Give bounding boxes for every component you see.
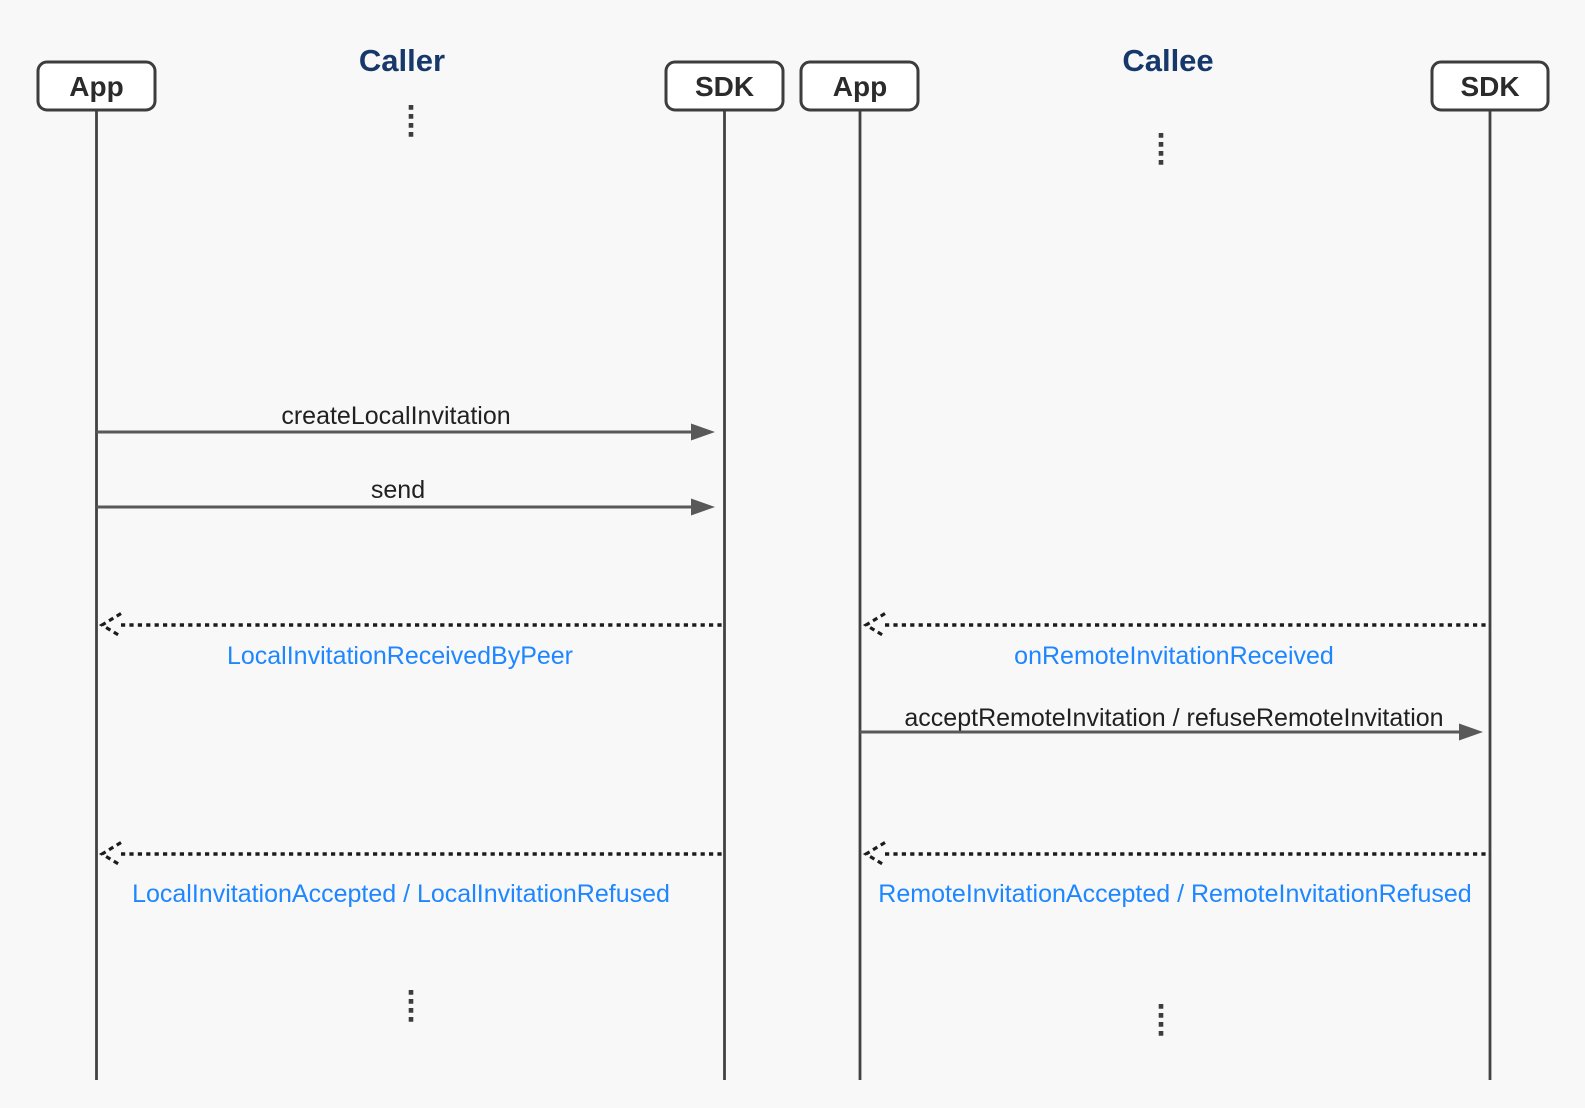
send-arrowhead — [691, 498, 715, 516]
callee-sdk-label: SDK — [1460, 71, 1519, 102]
caller-app-actor: App — [36, 60, 157, 112]
accept-refuse-remote-invitation-arrowhead — [1459, 723, 1483, 741]
arrow-local-invitation-accepted-refused: LocalInvitationAccepted / LocalInvitatio… — [98, 841, 724, 908]
on-remote-invitation-received-label: onRemoteInvitationReceived — [1014, 642, 1334, 670]
local-invitation-accepted-refused-arrowhead — [98, 841, 122, 867]
arrow-remote-invitation-accepted-refused: RemoteInvitationAccepted / RemoteInvitat… — [862, 841, 1490, 908]
callee-app-label: App — [833, 71, 887, 102]
remote-invitation-accepted-refused-arrowhead — [862, 841, 886, 867]
arrow-create-local-invitation: createLocalInvitation — [96, 402, 715, 441]
send-label: send — [371, 476, 425, 504]
arrow-local-invitation-received-by-peer: LocalInvitationReceivedByPeer — [98, 612, 724, 670]
arrow-on-remote-invitation-received: onRemoteInvitationReceived — [862, 612, 1490, 670]
callee-app-actor: App — [799, 60, 920, 112]
caller-sdk-label: SDK — [695, 71, 754, 102]
local-invitation-accepted-refused-label: LocalInvitationAccepted / LocalInvitatio… — [132, 880, 670, 908]
callee-section-title: Callee — [1122, 43, 1213, 78]
create-local-invitation-label: createLocalInvitation — [281, 402, 510, 430]
arrow-send: send — [96, 476, 715, 516]
callee-sdk-actor: SDK — [1430, 60, 1550, 112]
arrow-accept-refuse-remote-invitation: acceptRemoteInvitation / refuseRemoteInv… — [860, 704, 1483, 741]
caller-sdk-box — [664, 60, 785, 112]
caller-section-title: Caller — [359, 43, 445, 78]
callee-sdk-box — [1430, 60, 1550, 112]
callee-app-box — [799, 60, 920, 112]
caller-app-label: App — [69, 71, 123, 102]
accept-refuse-remote-invitation-label: acceptRemoteInvitation / refuseRemoteInv… — [904, 704, 1443, 732]
caller-app-box — [36, 60, 157, 112]
local-invitation-received-arrowhead — [98, 612, 122, 638]
caller-sdk-actor: SDK — [664, 60, 785, 112]
on-remote-invitation-received-arrowhead — [862, 612, 886, 638]
create-local-invitation-arrowhead — [691, 423, 715, 441]
local-invitation-received-by-peer-label: LocalInvitationReceivedByPeer — [227, 642, 573, 670]
remote-invitation-accepted-refused-label: RemoteInvitationAccepted / RemoteInvitat… — [878, 880, 1471, 908]
